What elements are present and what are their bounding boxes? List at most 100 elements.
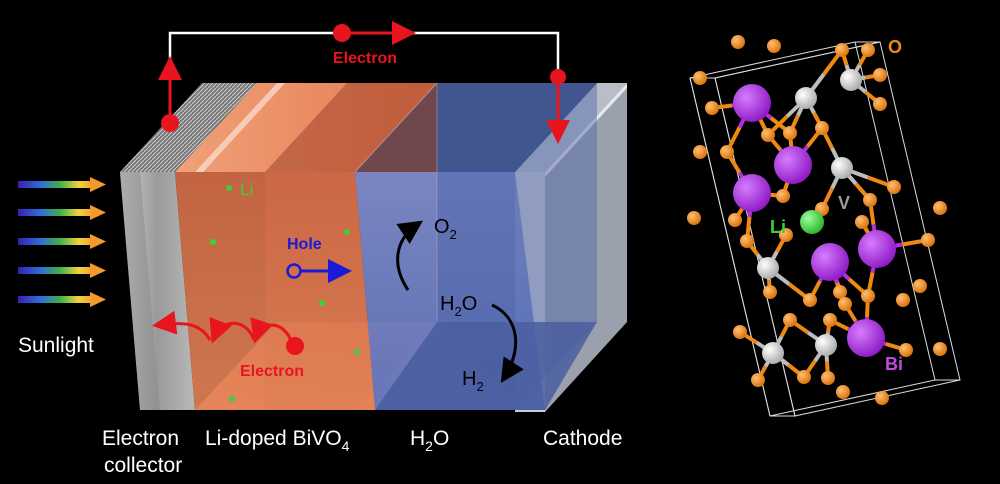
unit-cell-box: [689, 41, 961, 417]
li-dot-label: Li: [240, 180, 253, 199]
oxygen-atom: [733, 325, 747, 339]
oxygen-atom: [815, 121, 829, 135]
li-dot: [319, 300, 325, 306]
bismuth-atom: [733, 84, 771, 122]
oxygen-atom: [861, 289, 875, 303]
oxygen-atom: [797, 370, 811, 384]
li-dot: [344, 229, 350, 235]
cell-block: [120, 82, 627, 412]
circuit-electron-dot: [333, 24, 351, 42]
oxygen-atom: [728, 213, 742, 227]
lithium-atom: [800, 210, 824, 234]
oxygen-atom: [833, 285, 847, 299]
sun-ray: [18, 205, 106, 220]
collector-label-line2: collector: [104, 454, 182, 477]
oxygen-atom: [720, 145, 734, 159]
circuit-electron-dot: [161, 114, 179, 132]
vanadium-atom: [815, 334, 837, 356]
oxygen-atom: [776, 189, 790, 203]
oxygen-atom: [693, 145, 707, 159]
li-dot: [210, 239, 216, 245]
sunlight-arrows: [18, 177, 106, 307]
electron-hop-arrow: [250, 317, 294, 344]
oxygen-atom: [899, 343, 913, 357]
oxygen-atom: [751, 373, 765, 387]
oxygen-atom: [933, 342, 947, 356]
electron-exit-arrow: [152, 310, 212, 341]
oxygen-atom: [861, 43, 875, 57]
bivo4-front: [175, 172, 375, 410]
bismuth-atom: [733, 174, 771, 212]
oxygen-atom: [835, 43, 849, 57]
collector-label-line1: Electron: [102, 427, 179, 450]
collector-top-highlight: [195, 83, 285, 172]
oxygen-atom: [836, 385, 850, 399]
oxygen-atom: [823, 313, 837, 327]
inner-electron-label: Electron: [240, 363, 304, 380]
electron-transport: Electron: [152, 310, 304, 380]
oxygen-atom: [821, 371, 835, 385]
oxygen-atom: [761, 128, 775, 142]
oxygen-atom: [921, 233, 935, 247]
oxygen-atom: [913, 279, 927, 293]
circuit-electron-dot: [550, 69, 566, 85]
vanadium-atom: [757, 257, 779, 279]
vanadium-label: V: [838, 193, 850, 213]
oxygen-atom: [873, 97, 887, 111]
vanadium-atom: [840, 69, 862, 91]
bivo4-label: Li-doped BiVO4: [205, 427, 350, 454]
hole-transport: Hole: [286, 236, 352, 283]
oxidation-arrow: [396, 220, 423, 291]
sun-ray: [18, 177, 106, 192]
hole-symbol: [286, 263, 302, 279]
water-bottom: [375, 322, 597, 410]
bottom-labels: Electron collector Li-doped BiVO4 H2O Ca…: [102, 427, 622, 477]
li-dots: [210, 185, 360, 402]
bismuth-atom: [847, 319, 885, 357]
electron-hop-arrow: [209, 316, 256, 344]
oxygen-atom: [887, 180, 901, 194]
li-dot: [229, 396, 235, 402]
vanadium-atom: [795, 87, 817, 109]
li-dot: [226, 185, 232, 191]
oxygen-atom: [873, 68, 887, 82]
lithium-label: Li: [770, 217, 786, 237]
sun-ray: [18, 263, 106, 278]
oxygen-label: O: [888, 37, 902, 57]
external-circuit: Electron: [158, 21, 570, 144]
oxygen-atom: [783, 313, 797, 327]
cathode-label: Cathode: [543, 427, 622, 450]
o2-label: O2: [434, 216, 457, 242]
oxygen-atom: [896, 293, 910, 307]
vanadium-atom: [762, 342, 784, 364]
collector-side-shade: [120, 172, 160, 410]
li-dot: [354, 349, 360, 355]
collector-top: [120, 83, 257, 172]
sun-ray: [18, 292, 106, 307]
reduction-arrow: [491, 303, 524, 384]
oxygen-atom: [863, 193, 877, 207]
crystal-atoms: [687, 35, 947, 405]
oxygen-atom: [687, 211, 701, 225]
h2-label: H2: [462, 368, 484, 394]
hole-label: Hole: [287, 236, 322, 253]
bismuth-atom: [774, 146, 812, 184]
circuit-electron-label: Electron: [333, 50, 397, 67]
oxygen-atom: [731, 35, 745, 49]
h2o-label: H2O: [410, 427, 449, 454]
h2o-center-label: H2O: [440, 293, 477, 319]
electron-symbol: [286, 337, 304, 355]
vanadium-atom: [831, 157, 853, 179]
oxygen-atom: [779, 228, 793, 242]
oxygen-atom: [933, 201, 947, 215]
oxygen-atom: [705, 101, 719, 115]
bismuth-atom: [858, 230, 896, 268]
oxygen-atom: [783, 126, 797, 140]
cathode-top: [515, 83, 627, 172]
oxygen-atom: [875, 391, 889, 405]
sunlight-label: Sunlight: [18, 334, 94, 357]
bismuth-atom: [811, 243, 849, 281]
interface-line: [354, 82, 438, 173]
oxygen-atom: [693, 71, 707, 85]
